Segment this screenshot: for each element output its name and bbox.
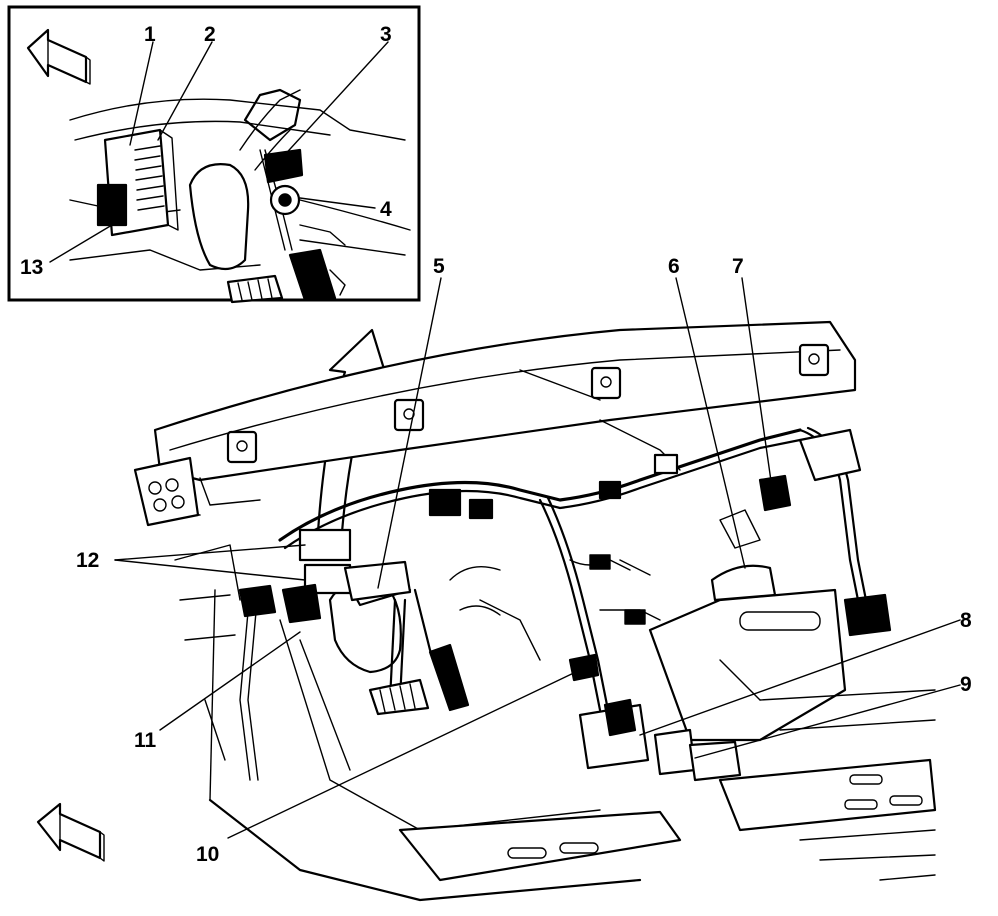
brake-pedal-pad — [226, 274, 284, 304]
harness-connectors — [238, 428, 892, 782]
main-leader-lines — [114, 277, 961, 839]
inset-detail-view — [7, 5, 421, 304]
passenger-footwell — [648, 509, 847, 742]
callout-13: 13 — [20, 256, 44, 279]
callout-7: 7 — [732, 255, 744, 278]
callout-6: 6 — [668, 255, 680, 278]
connector-assembly — [263, 148, 304, 216]
inset-leader-lines — [49, 41, 389, 263]
callout-10: 10 — [196, 843, 220, 866]
callout-4: 4 — [380, 198, 392, 221]
callout-11: 11 — [134, 729, 157, 752]
main-brake-pedal-pad — [368, 678, 430, 716]
forward-arrow-icon — [36, 802, 105, 862]
fuse-block — [96, 128, 179, 237]
callout-8: 8 — [960, 609, 972, 632]
callout-1: 1 — [144, 23, 156, 46]
forward-arrow-icon — [26, 28, 91, 85]
floor-pan — [208, 589, 937, 902]
body-structure-lines — [174, 544, 936, 761]
callout-3: 3 — [380, 23, 392, 46]
callout-12: 12 — [76, 549, 100, 572]
callout-2: 2 — [204, 23, 216, 46]
instrument-panel-beam — [133, 320, 857, 527]
callout-5: 5 — [433, 255, 445, 278]
callout-9: 9 — [960, 673, 972, 696]
